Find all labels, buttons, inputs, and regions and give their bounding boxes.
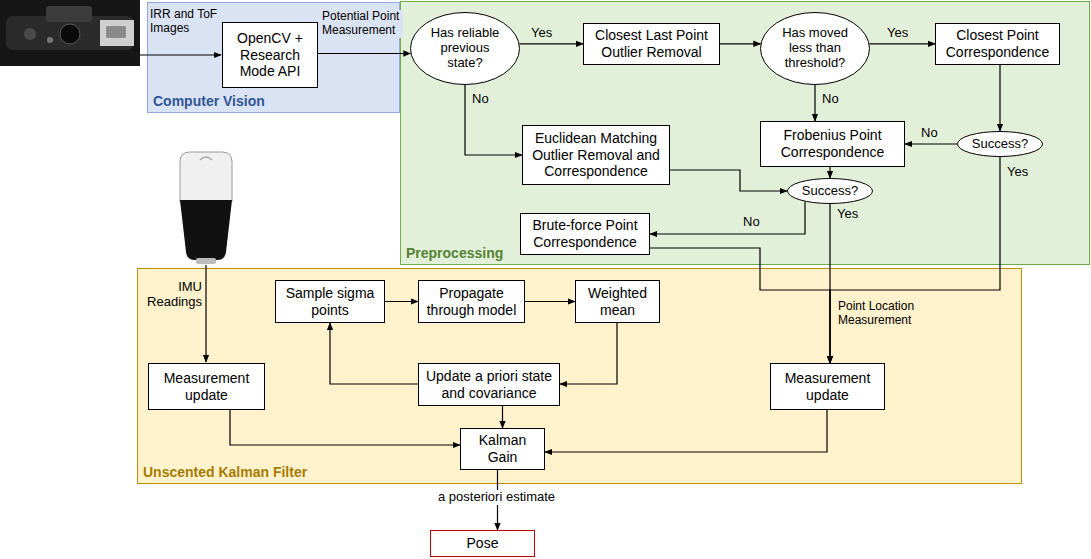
node-label: Closest Last Point Outlier Removal: [589, 27, 714, 61]
process-box: Update a priori state and covariance: [418, 363, 560, 406]
edge-label: Yes: [1006, 165, 1029, 180]
edge-label: No: [821, 92, 840, 107]
node-label: Success?: [965, 137, 1036, 152]
decision-ellipse: Has moved less than threshold?: [760, 12, 870, 85]
region-title: Unscented Kalman Filter: [143, 464, 307, 480]
node-label: Propagate through model: [424, 285, 519, 319]
node-label: Kalman Gain: [466, 432, 539, 466]
process-box: Frobenius Point Correspondence: [760, 121, 905, 167]
process-box: OpenCV + Research Mode API: [222, 22, 318, 88]
probe-logo: [200, 157, 212, 160]
headset-top: [46, 6, 92, 22]
camera-lens: [60, 24, 80, 44]
node-label: Frobenius Point Correspondence: [766, 127, 899, 161]
process-box: Weighted mean: [575, 280, 660, 323]
probe-handle: [180, 200, 232, 260]
edge-label: No: [742, 215, 761, 230]
probe-cable-end: [196, 258, 216, 264]
node-label: Sample sigma points: [281, 285, 379, 319]
edge-label: a posteriori estimate: [437, 490, 556, 505]
decision-ellipse: Has reliable previous state?: [410, 12, 520, 85]
node-label: Measurement update: [776, 370, 879, 404]
process-box: Brute-force Point Correspondence: [520, 213, 650, 255]
node-label: Pose: [467, 535, 499, 552]
node-label: Update a priori state and covariance: [424, 368, 554, 402]
process-box: Sample sigma points: [275, 280, 385, 323]
decision-ellipse: Success?: [957, 131, 1043, 157]
process-box: Propagate through model: [418, 280, 525, 323]
edge-label: Potential Point Measurement: [321, 10, 403, 38]
ellipse-shape: [761, 13, 870, 85]
headset-visor: [100, 20, 134, 46]
output-box: Pose: [430, 530, 535, 557]
signal-label: IRR and ToF Images: [149, 8, 221, 36]
decision-ellipse: Success?: [787, 178, 873, 204]
process-box: Closest Point Correspondence: [935, 23, 1060, 65]
visor-detail: [106, 26, 126, 38]
process-box: Measurement update: [770, 363, 885, 410]
region-title: Computer Vision: [153, 93, 265, 109]
edge-label: No: [471, 92, 490, 107]
edge-label: Yes: [886, 26, 909, 41]
node-label: Success?: [795, 184, 866, 199]
node-label: Closest Point Correspondence: [941, 27, 1054, 61]
node-label: Brute-force Point Correspondence: [526, 217, 644, 251]
process-box: Euclidean Matching Outlier Removal and C…: [522, 125, 670, 185]
ellipse-shape: [788, 179, 873, 204]
edge-label: Yes: [530, 26, 553, 41]
ellipse-shape: [958, 132, 1043, 157]
signal-label: IMU Readings: [144, 280, 203, 310]
process-box: Closest Last Point Outlier Removal: [583, 23, 720, 65]
ellipse-shape: [411, 13, 520, 85]
probe-head: [180, 152, 232, 202]
node-label: Has reliable previous state?: [426, 26, 505, 71]
process-box: Measurement update: [148, 363, 265, 410]
node-label: Euclidean Matching Outlier Removal and C…: [528, 130, 664, 180]
node-label: OpenCV + Research Mode API: [228, 30, 312, 80]
edge-label: No: [920, 126, 939, 141]
headset-body: [6, 16, 134, 50]
node-label: Measurement update: [154, 370, 259, 404]
headset-photo: [0, 0, 140, 66]
edge-label: Yes: [836, 207, 859, 222]
sensor: [24, 28, 36, 40]
node-label: Has moved less than threshold?: [776, 26, 855, 71]
ultrasound-probe: [180, 152, 232, 264]
photo-ground: [0, 0, 140, 66]
node-label: Weighted mean: [581, 285, 654, 319]
sensor: [47, 37, 53, 43]
process-box: Kalman Gain: [460, 428, 545, 470]
region-title: Preprocessing: [406, 245, 503, 261]
signal-label: Point Location Measurement: [837, 300, 929, 328]
